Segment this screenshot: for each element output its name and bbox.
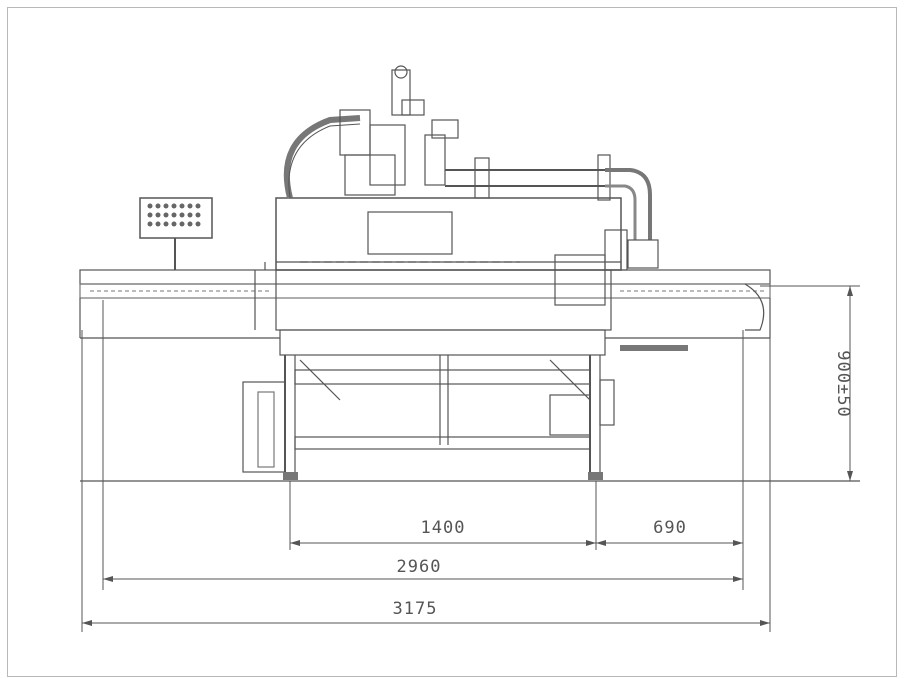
dim-3175-label: 3175 xyxy=(393,599,438,619)
conveyor xyxy=(79,262,771,339)
top-mechanism xyxy=(283,65,659,269)
dim-2960-label: 2960 xyxy=(397,557,442,577)
machine-drawing xyxy=(79,65,860,482)
dim-1400-label: 1400 xyxy=(421,518,466,538)
support-frame xyxy=(242,355,615,480)
dimension-lines xyxy=(81,285,860,632)
dim-height-label: 900±50 xyxy=(833,350,853,417)
control-panel xyxy=(139,197,213,270)
drawing-frame xyxy=(7,7,897,677)
dim-690-label: 690 xyxy=(653,518,687,538)
main-cabinet xyxy=(275,197,688,356)
